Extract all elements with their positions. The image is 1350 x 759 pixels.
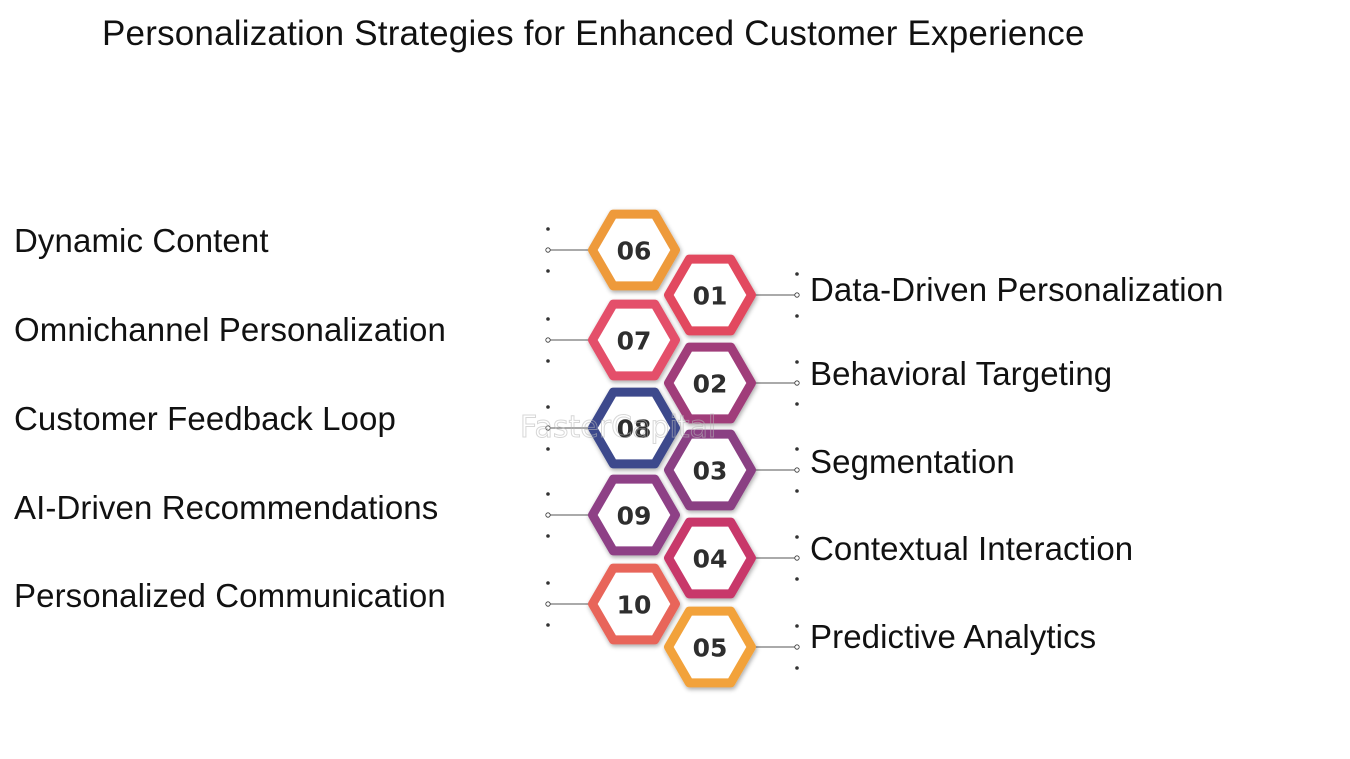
label-contextual-interaction: Contextual Interaction	[810, 530, 1134, 567]
hexagon-outline-09	[588, 474, 680, 556]
label-customer-feedback-loop: Customer Feedback Loop	[14, 400, 396, 437]
watermark: FasterCapital	[520, 410, 716, 445]
label-segmentation: Segmentation	[810, 443, 1015, 480]
hexagon-outline-08	[588, 387, 680, 469]
hexagon-outline-06	[588, 209, 680, 291]
hexagon-03: 03	[664, 429, 756, 511]
connector-10	[545, 581, 592, 627]
hexagon-04: 04	[664, 517, 756, 599]
label-dynamic-content: Dynamic Content	[14, 222, 269, 259]
hexagon-outline-01	[664, 254, 756, 336]
hexagon-number-04: 04	[693, 545, 728, 574]
hexagon-outline-07	[588, 299, 680, 381]
hexagon-07: 07	[588, 299, 680, 381]
connector-03	[752, 447, 800, 493]
hexagon-outline-05	[664, 606, 756, 688]
hexagon-number-10: 10	[617, 591, 652, 620]
hexagon-06: 06	[588, 209, 680, 291]
hexagon-number-06: 06	[617, 237, 652, 266]
hexagon-outline-10	[588, 563, 680, 645]
label-predictive-analytics: Predictive Analytics	[810, 618, 1097, 655]
page-title: Personalization Strategies for Enhanced …	[102, 14, 1085, 53]
hexagon-02: 02	[664, 342, 756, 424]
label-ai-driven-recommendations: AI-Driven Recommendations	[14, 489, 439, 526]
connector-08	[545, 405, 592, 451]
hexagon-number-09: 09	[617, 502, 652, 531]
connector-lines	[545, 227, 800, 670]
connector-06	[545, 227, 592, 273]
hexagon-number-05: 05	[693, 634, 728, 663]
hexagon-10: 10	[588, 563, 680, 645]
label-personalized-communication: Personalized Communication	[14, 577, 446, 614]
hexagon-01: 01	[664, 254, 756, 336]
hexagon-number-08: 08	[617, 415, 652, 444]
label-behavioral-targeting: Behavioral Targeting	[810, 355, 1113, 392]
connector-09	[545, 492, 592, 538]
hexagon-group: 06 01 07 02 08 03 09 04 10 05	[588, 209, 756, 688]
connector-02	[752, 360, 800, 406]
connector-01	[752, 272, 800, 318]
hexagon-outline-04	[664, 517, 756, 599]
connector-04	[752, 535, 800, 581]
hexagon-number-07: 07	[617, 327, 652, 356]
hexagon-number-01: 01	[693, 282, 728, 311]
hexagon-number-02: 02	[693, 370, 728, 399]
hexagon-08: 08	[588, 387, 680, 469]
label-omnichannel-personalization: Omnichannel Personalization	[14, 311, 446, 348]
hexagon-outline-03	[664, 429, 756, 511]
connector-07	[545, 317, 592, 363]
hexagon-09: 09	[588, 474, 680, 556]
hexagon-outline-02	[664, 342, 756, 424]
hexagon-number-03: 03	[693, 457, 728, 486]
connector-05	[752, 624, 800, 670]
hexagon-05: 05	[664, 606, 756, 688]
label-data-driven-personalization: Data-Driven Personalization	[810, 271, 1224, 308]
